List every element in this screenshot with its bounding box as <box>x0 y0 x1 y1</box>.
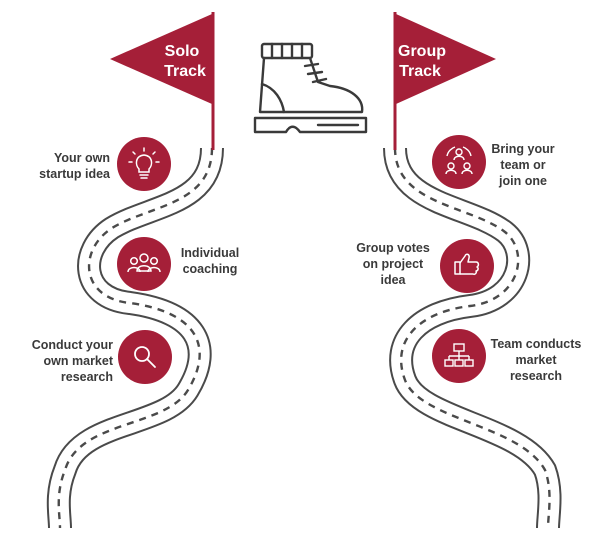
group-flag-title-line2: Track <box>399 63 441 80</box>
solo-step-3-label: Conduct your own market research <box>20 337 113 385</box>
solo-step-1 <box>117 137 171 191</box>
org-chart-icon <box>444 343 474 367</box>
group-step-3 <box>432 329 486 383</box>
solo-step-3-label-line3: research <box>60 370 113 384</box>
solo-flag: Solo Track <box>110 12 215 150</box>
solo-step-3 <box>118 330 172 384</box>
group-step-3-label-line1: Team conducts <box>490 337 582 351</box>
solo-step-2-label-line1: Individual <box>180 246 240 260</box>
solo-flag-title-line2: Track <box>164 63 206 80</box>
group-flag-title-line1: Group <box>398 43 446 60</box>
solo-step-1-label: Your own startup idea <box>30 150 110 182</box>
solo-track-road <box>46 147 224 529</box>
solo-flag-banner <box>110 14 212 104</box>
boot-icon <box>253 42 368 134</box>
group-step-1-label-line1: Bring your <box>491 142 555 156</box>
thumbs-up-icon <box>454 253 480 275</box>
magnifier-icon <box>134 346 156 368</box>
group-step-1-label-line2: team or <box>500 158 546 172</box>
solo-flag-title-line1: Solo <box>165 43 200 60</box>
solo-step-1-label-line2: startup idea <box>39 167 110 181</box>
group-step-2-label-line1: Group votes <box>356 241 430 255</box>
solo-step-3-label-line2: own market <box>43 354 113 368</box>
group-step-3-label-line2: market <box>515 353 557 367</box>
solo-step-2-label: Individual coaching <box>172 245 248 277</box>
group-step-1-label-line3: join one <box>499 174 547 188</box>
group-step-3-label-line3: research <box>509 369 563 383</box>
solo-step-2-label-line2: coaching <box>182 262 238 276</box>
group-step-3-label: Team conducts market research <box>486 336 586 384</box>
group-step-2-label-line3: idea <box>380 273 406 287</box>
group-track-road <box>383 146 562 529</box>
group-step-2-label-line2: on project <box>362 257 424 271</box>
lightbulb-icon <box>128 147 160 179</box>
solo-step-1-label-line1: Your own <box>53 151 110 165</box>
group-step-2-label: Group votes on project idea <box>352 240 434 288</box>
solo-step-3-label-line1: Conduct your <box>31 338 113 352</box>
group-flag-banner <box>396 14 496 104</box>
solo-step-2 <box>117 237 171 291</box>
people-group-icon <box>127 253 161 273</box>
team-cycle-icon <box>445 146 473 175</box>
group-step-2 <box>440 239 494 293</box>
group-step-1-label: Bring your team or join one <box>484 141 562 189</box>
group-step-1 <box>432 135 486 189</box>
group-flag: Group Track <box>393 12 496 150</box>
